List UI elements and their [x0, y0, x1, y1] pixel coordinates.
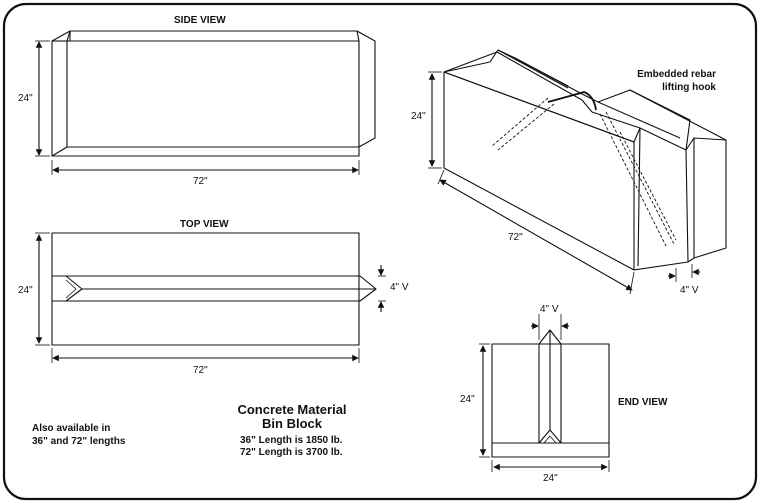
isometric-length-dimension	[437, 169, 635, 295]
top-view-height-dimension	[35, 232, 50, 346]
availability-line1: Also available in	[32, 423, 111, 434]
end-view-width-dimension	[491, 460, 610, 472]
end-view-drawing	[491, 329, 610, 458]
rebar-hook-label-line1: Embedded rebar	[637, 69, 716, 80]
side-view-height-dimension	[35, 40, 50, 157]
end-view-height-dimension	[479, 343, 490, 458]
end-view-title: END VIEW	[618, 397, 668, 408]
availability-line2: 36" and 72" lengths	[32, 436, 126, 447]
side-view-drawing	[51, 30, 376, 157]
iso-groove-label: 4" V	[680, 285, 699, 296]
product-title-line2: Bin Block	[262, 416, 322, 431]
product-title-line1: Concrete Material	[237, 402, 347, 417]
end-view-width-label: 24"	[543, 473, 558, 484]
side-view-title: SIDE VIEW	[174, 15, 226, 26]
isometric-block-drawing	[443, 49, 727, 271]
top-view-drawing	[51, 232, 377, 346]
product-spec-36: 36" Length is 1850 lb.	[240, 435, 343, 446]
top-view-length-label: 72"	[193, 365, 208, 376]
end-view-groove-label: 4" V	[540, 304, 559, 315]
side-view-height-label: 24"	[18, 93, 33, 104]
iso-length-label: 72"	[508, 232, 523, 243]
isometric-height-dimension	[428, 71, 442, 169]
iso-height-label: 24"	[411, 111, 426, 122]
top-view-groove-dimension	[377, 265, 386, 312]
rebar-hook-label-line2: lifting hook	[662, 82, 716, 93]
side-view-length-label: 72"	[193, 176, 208, 187]
isometric-groove-dimension	[668, 264, 700, 282]
top-view-title: TOP VIEW	[180, 219, 229, 230]
top-view-length-dimension	[51, 348, 360, 363]
top-view-groove-label: 4" V	[390, 282, 409, 293]
end-view-groove-dimension	[531, 314, 569, 340]
side-view-length-dimension	[51, 160, 360, 175]
product-spec-72: 72" Length is 3700 lb.	[240, 447, 343, 458]
end-view-height-label: 24"	[460, 394, 475, 405]
top-view-height-label: 24"	[18, 285, 33, 296]
